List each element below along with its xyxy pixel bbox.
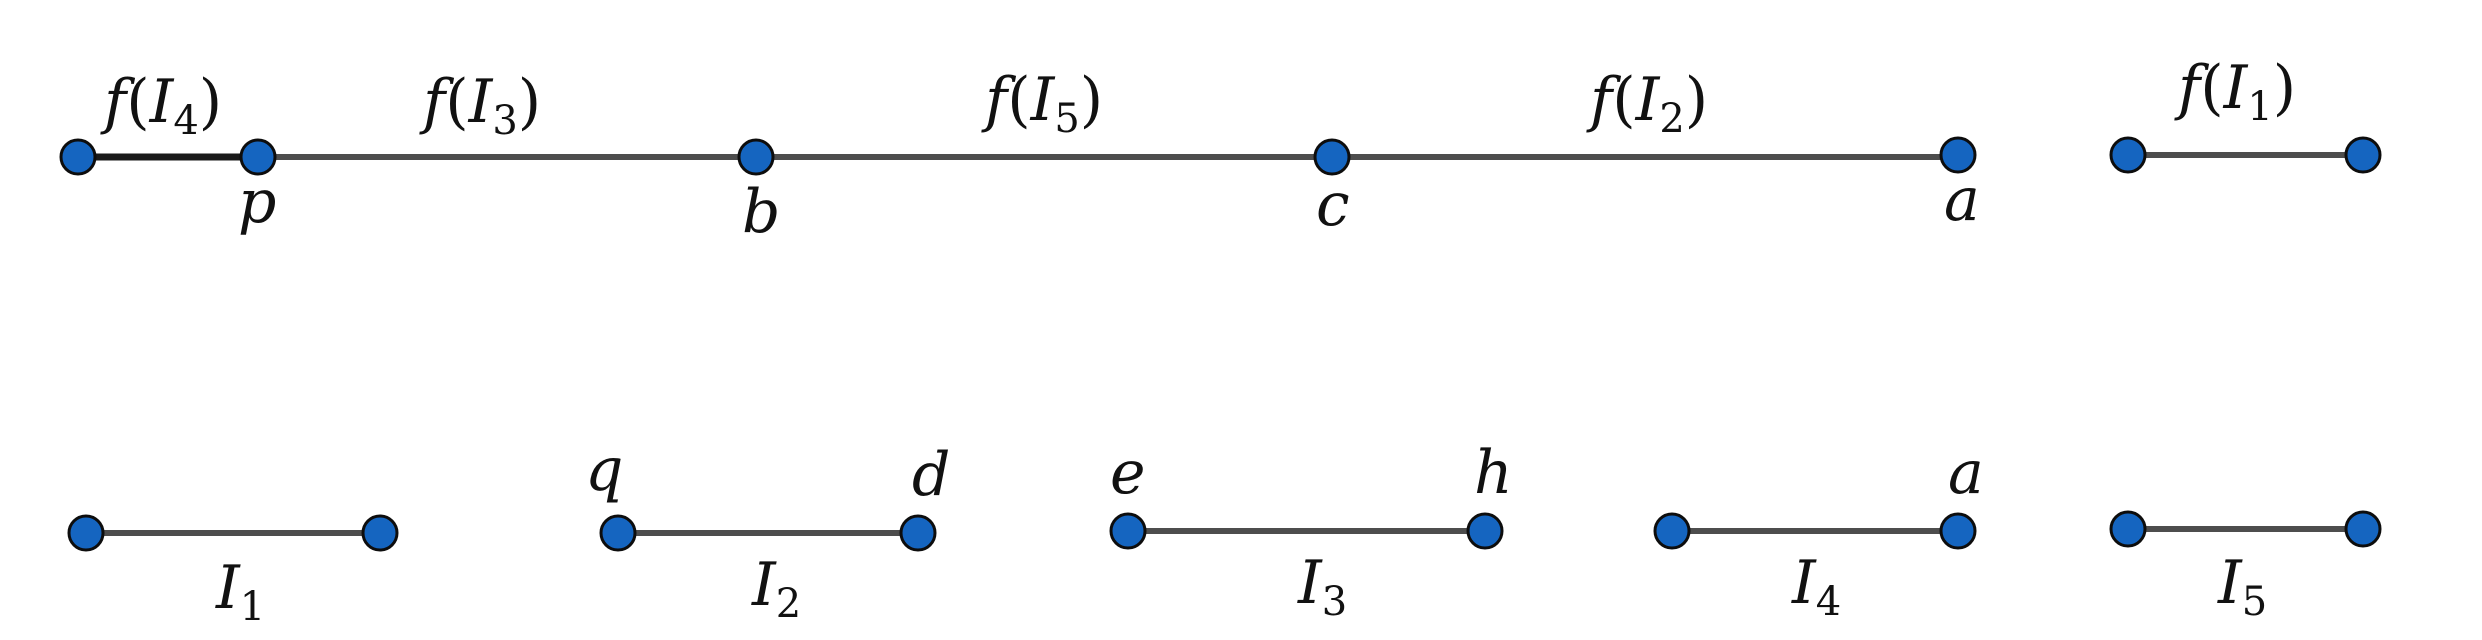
label-i4: I4 bbox=[1791, 548, 1841, 625]
label-point-q: q bbox=[585, 435, 623, 505]
point-q bbox=[599, 514, 637, 552]
point-p bbox=[239, 138, 277, 176]
label-f-i1: f(I1) bbox=[2174, 53, 2296, 130]
point-d bbox=[899, 514, 937, 552]
label-f-i5: f(I5) bbox=[981, 65, 1103, 142]
label-f-i4: f(I4) bbox=[100, 67, 222, 144]
point-i1-left bbox=[67, 514, 105, 552]
label-i3: I3 bbox=[1297, 548, 1347, 625]
point-f-i1-right bbox=[2344, 136, 2382, 174]
top-row: f(I4) f(I3) f(I5) f(I2) f(I1) p b c a bbox=[59, 53, 2382, 247]
label-point-e: e bbox=[1110, 438, 1146, 508]
label-point-b: b bbox=[742, 177, 780, 247]
label-point-c: c bbox=[1316, 170, 1350, 240]
label-f-i2: f(I2) bbox=[1586, 65, 1708, 142]
point-e bbox=[1109, 512, 1147, 550]
point-i1-right bbox=[361, 514, 399, 552]
label-point-d: d bbox=[912, 440, 950, 510]
label-point-p: p bbox=[238, 167, 276, 237]
label-i1: I1 bbox=[215, 553, 265, 630]
point-i5-right bbox=[2344, 510, 2382, 548]
label-point-a-top: a bbox=[1944, 165, 1980, 235]
point-i4-left bbox=[1653, 512, 1691, 550]
point-a-top bbox=[1939, 136, 1977, 174]
point-left-endpoint bbox=[59, 138, 97, 176]
point-c bbox=[1313, 138, 1351, 176]
label-f-i3: f(I3) bbox=[419, 67, 541, 144]
point-b bbox=[737, 138, 775, 176]
point-a-bottom bbox=[1939, 512, 1977, 550]
label-point-a-bottom: a bbox=[1948, 438, 1984, 508]
label-i2: I2 bbox=[751, 550, 801, 627]
point-h bbox=[1466, 512, 1504, 550]
point-i5-left bbox=[2109, 510, 2147, 548]
label-i5: I5 bbox=[2217, 548, 2267, 625]
label-point-h: h bbox=[1474, 438, 1513, 508]
point-f-i1-left bbox=[2109, 136, 2147, 174]
bottom-row: I1 I2 I3 I4 I5 q d e h a bbox=[67, 435, 2382, 630]
